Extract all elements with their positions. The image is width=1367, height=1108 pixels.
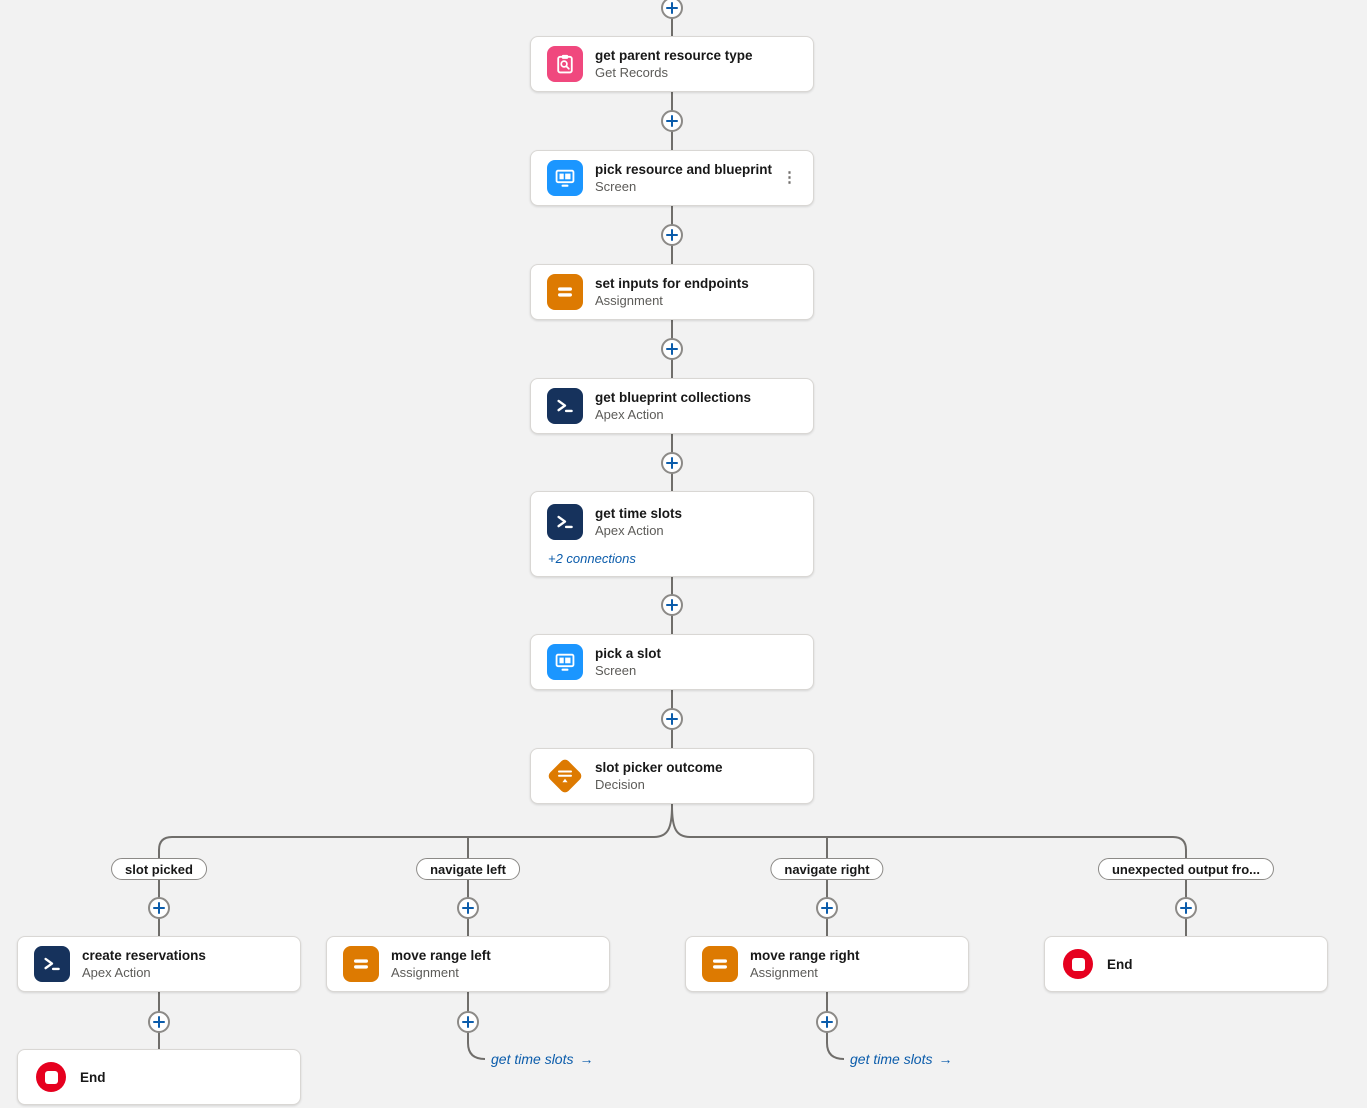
node-title: get blueprint collections — [595, 390, 752, 405]
add-element-button[interactable] — [148, 897, 170, 919]
add-element-button[interactable] — [661, 452, 683, 474]
end-icon — [1063, 949, 1093, 979]
goto-link-get-time-slots-right[interactable]: get time slots → — [850, 1051, 952, 1067]
assignment-icon — [547, 274, 583, 310]
node-type: Apex Action — [595, 407, 664, 422]
add-element-button[interactable] — [148, 1011, 170, 1033]
add-element-button[interactable] — [661, 0, 683, 19]
goto-label: get time slots — [491, 1051, 574, 1067]
add-element-button[interactable] — [661, 708, 683, 730]
flow-node-pick-resource-and-blueprint[interactable]: pick resource and blueprint Screen ⋮ — [530, 150, 814, 206]
flow-node-get-time-slots[interactable]: get time slots Apex Action +2 connection… — [530, 491, 814, 577]
flow-node-slot-picker-outcome[interactable]: slot picker outcome Decision — [530, 748, 814, 804]
get-records-icon — [547, 46, 583, 82]
add-element-button[interactable] — [661, 594, 683, 616]
end-label: End — [1107, 956, 1133, 972]
node-type: Screen — [595, 179, 637, 194]
node-type: Get Records — [595, 65, 668, 80]
node-type: Assignment — [391, 965, 459, 980]
apex-action-icon — [34, 946, 70, 982]
add-element-button[interactable] — [816, 1011, 838, 1033]
node-title: move range left — [391, 948, 491, 963]
add-element-button[interactable] — [457, 1011, 479, 1033]
assignment-icon — [702, 946, 738, 982]
branch-label-unexpected-output: unexpected output fro... — [1097, 858, 1275, 880]
apex-action-icon — [547, 504, 583, 540]
node-type: Apex Action — [595, 523, 664, 538]
add-element-button[interactable] — [661, 338, 683, 360]
goto-arrow-icon: → — [579, 1051, 594, 1067]
decision-icon — [546, 757, 584, 795]
add-element-button[interactable] — [661, 110, 683, 132]
node-title: pick resource and blueprint — [595, 162, 773, 177]
assignment-icon — [343, 946, 379, 982]
screen-icon — [547, 644, 583, 680]
branch-label-navigate-left: navigate left — [416, 858, 520, 880]
node-menu-icon[interactable]: ⋮ — [782, 169, 797, 186]
add-element-button[interactable] — [457, 897, 479, 919]
end-label: End — [80, 1069, 106, 1085]
node-type: Assignment — [750, 965, 818, 980]
flow-node-pick-a-slot[interactable]: pick a slot Screen — [530, 634, 814, 690]
node-title: set inputs for endpoints — [595, 276, 749, 291]
flow-node-create-reservations[interactable]: create reservations Apex Action — [17, 936, 301, 992]
apex-action-icon — [547, 388, 583, 424]
branch-label-navigate-right: navigate right — [770, 858, 884, 880]
flow-node-end-unexpected-output[interactable]: End — [1044, 936, 1328, 992]
goto-arrow-icon: → — [938, 1051, 953, 1067]
add-element-button[interactable] — [1175, 897, 1197, 919]
node-title: get time slots — [595, 506, 683, 521]
flow-node-get-blueprint-collections[interactable]: get blueprint collections Apex Action — [530, 378, 814, 434]
add-element-button[interactable] — [661, 224, 683, 246]
node-title: move range right — [750, 948, 860, 963]
goto-link-get-time-slots-left[interactable]: get time slots → — [491, 1051, 593, 1067]
goto-label: get time slots — [850, 1051, 933, 1067]
branch-label-slot-picked: slot picked — [111, 858, 207, 880]
screen-icon — [547, 160, 583, 196]
flow-node-get-parent-resource-type[interactable]: get parent resource type Get Records — [530, 36, 814, 92]
connections-count-link[interactable]: +2 connections — [548, 551, 636, 566]
node-title: pick a slot — [595, 646, 662, 661]
node-type: Decision — [595, 777, 645, 792]
node-title: create reservations — [82, 948, 206, 963]
flow-node-move-range-left[interactable]: move range left Assignment — [326, 936, 610, 992]
node-title: slot picker outcome — [595, 760, 723, 775]
node-type: Screen — [595, 663, 637, 678]
flow-node-set-inputs-for-endpoints[interactable]: set inputs for endpoints Assignment — [530, 264, 814, 320]
node-type: Apex Action — [82, 965, 151, 980]
node-title: get parent resource type — [595, 48, 753, 63]
node-type: Assignment — [595, 293, 663, 308]
flow-node-move-range-right[interactable]: move range right Assignment — [685, 936, 969, 992]
end-icon — [36, 1062, 66, 1092]
flow-node-end-slot-picked[interactable]: End — [17, 1049, 301, 1105]
add-element-button[interactable] — [816, 897, 838, 919]
